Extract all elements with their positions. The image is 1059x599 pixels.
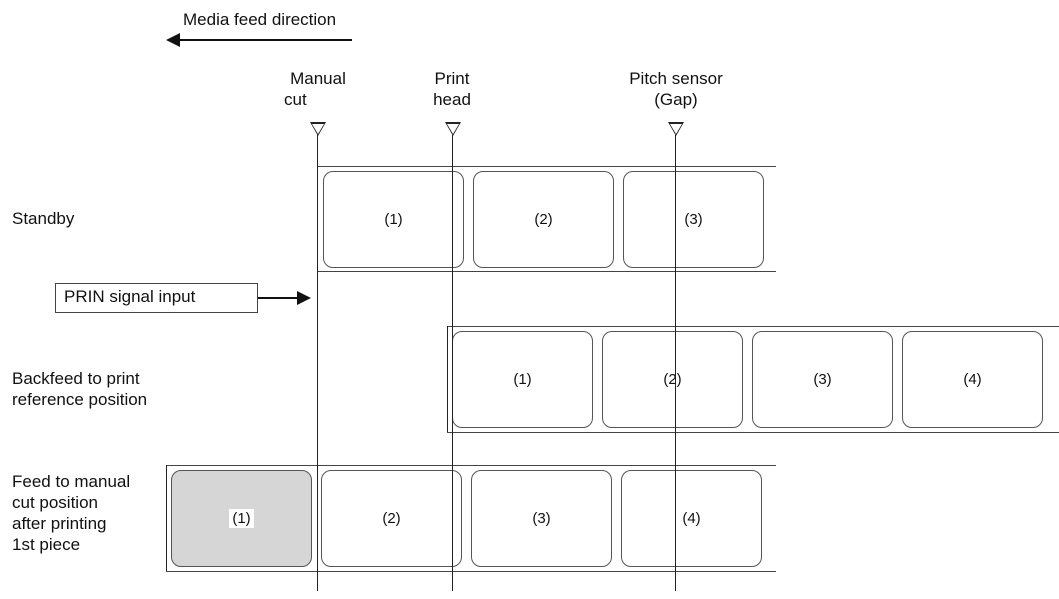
feed-label-4: (4)	[621, 470, 762, 567]
backfeed-backing-bottom	[447, 432, 1059, 433]
row-label-feed-to-cut: Feed to manual cut position after printi…	[12, 472, 131, 554]
feed-backing-top	[166, 465, 776, 466]
backfeed-label-4: (4)	[902, 331, 1043, 428]
standby-label-3: (3)	[623, 171, 764, 268]
standby-backing-bottom	[318, 271, 776, 272]
prin-signal-box: PRIN signal input	[55, 283, 258, 313]
feed-backing-left	[166, 465, 167, 571]
feed-label-3: (3)	[471, 470, 612, 567]
feed-backing-bottom	[166, 571, 776, 572]
feed-direction-arrow	[178, 39, 352, 41]
standby-label-2: (2)	[473, 171, 614, 268]
feed-direction-arrowhead	[166, 33, 180, 47]
prin-signal-arrowhead	[297, 291, 311, 305]
backfeed-backing-top	[447, 326, 1059, 327]
print-head-line	[452, 135, 453, 591]
backfeed-label-1: (1)	[452, 331, 593, 428]
pitch-sensor-marker-label: Pitch sensor (Gap)	[629, 69, 723, 109]
manual-cut-line	[317, 135, 318, 591]
row-label-standby: Standby	[12, 209, 75, 228]
standby-backing-top	[318, 166, 776, 167]
pitch-sensor-triangle-icon	[668, 122, 684, 136]
print-head-triangle-icon	[445, 122, 461, 136]
standby-label-1: (1)	[323, 171, 464, 268]
backfeed-label-2: (2)	[602, 331, 743, 428]
pitch-sensor-line	[675, 135, 676, 591]
row-label-backfeed: Backfeed to print reference position	[12, 369, 148, 409]
prin-signal-arrow	[258, 297, 302, 299]
backfeed-backing-left	[447, 326, 448, 432]
print-head-marker-label: Print head	[433, 69, 471, 109]
feed-label-2: (2)	[321, 470, 462, 567]
manual-cut-triangle-icon	[310, 122, 326, 136]
feed-label-1-printed: (1)	[171, 470, 312, 567]
manual-cut-marker-label: Manual cut	[284, 69, 346, 109]
backfeed-label-3: (3)	[752, 331, 893, 428]
feed-direction-label: Media feed direction	[183, 10, 337, 29]
